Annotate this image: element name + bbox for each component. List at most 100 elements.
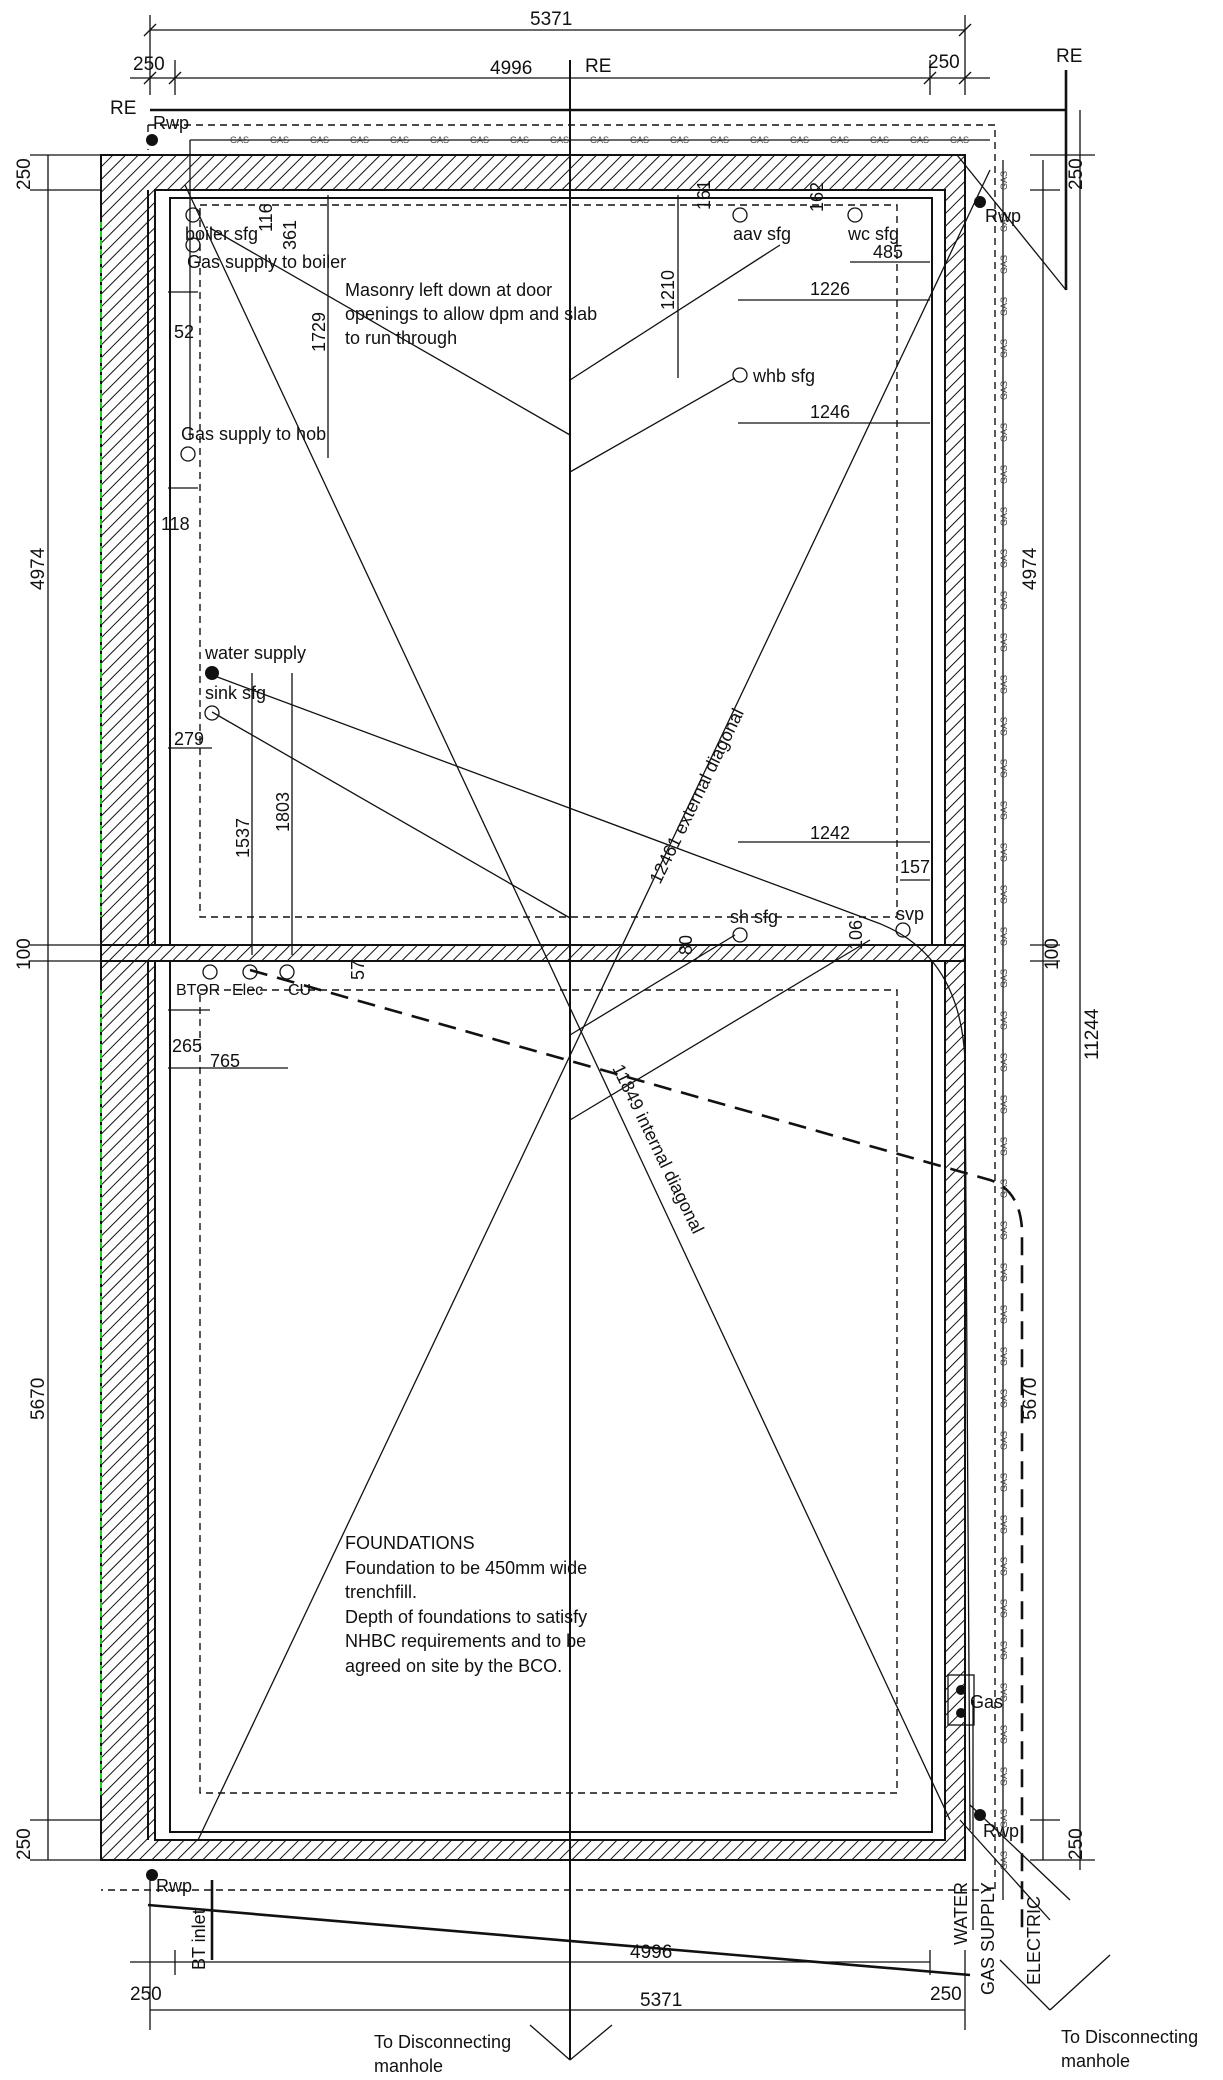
gas-pipe-tag: GAS — [999, 843, 1009, 862]
gas-pipe-tag: GAS — [999, 1011, 1009, 1030]
inner-wall-line-2 — [169, 197, 933, 1833]
dim-right-upper-room: 4974 — [1020, 547, 1041, 590]
gas-meter-label: Gas — [970, 1692, 1003, 1712]
upper-room-outline — [199, 204, 898, 918]
dim-water-y: 1803 — [273, 792, 293, 832]
gas-pipe-tag: GAS — [999, 1347, 1009, 1366]
dim-wall-right: 250 — [928, 52, 960, 73]
gas-pipe-tag: GAS — [999, 1851, 1009, 1870]
disconnect-left-1: To Disconnecting — [374, 2032, 511, 2052]
gas-pipe-tag: GAS — [830, 135, 849, 145]
dim-overall-width: 5371 — [530, 9, 572, 30]
gas-pipe-tag: GAS — [999, 969, 1009, 988]
gas-pipe-tag: GAS — [670, 135, 689, 145]
rwp-top-right — [974, 196, 986, 208]
dim-gas-boiler-x: 52 — [174, 322, 194, 342]
dim-boiler-y: 361 — [280, 220, 300, 250]
dim-cu-offset: 57 — [348, 960, 368, 980]
dim-svp-x: 157 — [900, 857, 930, 877]
rwp-bottom-right — [974, 1809, 986, 1821]
dim-right-lower-room: 5670 — [1020, 1378, 1041, 1420]
dim-right-overall-length: 11244 — [1082, 1008, 1103, 1060]
boiler-sfg-symbol — [185, 207, 201, 223]
external-diagonal-label: 12461 external diagonal — [646, 705, 748, 886]
dim-bottom-wall-right: 250 — [930, 1984, 962, 2005]
foundations-line-5: agreed on site by the BCO. — [345, 1656, 562, 1676]
water-supply-symbol — [205, 666, 219, 680]
dim-left-upper-room: 4974 — [28, 547, 49, 590]
gas-supply-boiler-label: Gas supply to boiler — [187, 252, 346, 272]
gas-pipe-tag: GAS — [310, 135, 329, 145]
gas-pipe-tag: GAS — [750, 135, 769, 145]
elec-label: Elec — [232, 982, 263, 999]
electric-label: ELECTRIC — [1024, 1896, 1044, 1985]
dim-left-partition: 100 — [14, 938, 35, 970]
external-diagonal — [197, 169, 991, 1841]
re-label-left: RE — [110, 98, 136, 119]
foundations-line-2: trenchfill. — [345, 1582, 417, 1602]
water-supply-label: water supply — [204, 643, 306, 663]
foundations-line-4: NHBC requirements and to be — [345, 1631, 586, 1651]
rwp-label-bottom-left: Rwp — [156, 1876, 192, 1896]
whb-sfg-symbol — [732, 367, 748, 383]
gas-pipe-tag: GAS — [999, 1389, 1009, 1408]
dim-svp-from-right: 1242 — [810, 823, 850, 843]
internal-diagonal — [184, 184, 951, 1821]
gas-pipe-tag: GAS — [999, 1263, 1009, 1282]
wc-sfg-symbol — [847, 207, 863, 223]
dim-right-partition: 100 — [1042, 938, 1063, 970]
rwp-bottom-left — [146, 1869, 158, 1881]
disconnect-right-2: manhole — [1061, 2051, 1130, 2071]
gas-pipe-tag: GAS — [999, 591, 1009, 610]
gas-pipe-tag: GAS — [950, 135, 969, 145]
gas-pipe-tag: GAS — [999, 759, 1009, 778]
btor-label: BTOR — [176, 982, 220, 999]
bottom-dimensions: 250 4996 250 5371 — [130, 1880, 966, 2030]
internal-diagonal-label: 11849 internal diagonal — [608, 1061, 707, 1237]
gas-pipe-tag: GAS — [999, 171, 1009, 190]
wc-sfg-label: wc sfg — [847, 224, 899, 244]
disconnect-left-2: manhole — [374, 2056, 443, 2076]
dim-wc-y: 485 — [873, 242, 903, 262]
lower-room-outline — [199, 989, 898, 1794]
dim-sink-y: 1537 — [233, 818, 253, 858]
gas-pipe-tag: GAS — [350, 135, 369, 145]
aav-sfg-symbol — [732, 207, 748, 223]
gas-supply-label: GAS SUPPLY — [978, 1882, 998, 1995]
foundations-line-1: Foundation to be 450mm wide — [345, 1558, 587, 1578]
sink-sfg-symbol — [204, 705, 220, 721]
btor-symbol — [202, 964, 218, 980]
gas-meter-box — [947, 1674, 975, 1726]
gas-pipe-tag: GAS — [430, 135, 449, 145]
dim-gas-hob-x: 118 — [161, 514, 190, 534]
foundations-line-3: Depth of foundations to satisfy — [345, 1607, 587, 1627]
dim-bottom-internal: 4996 — [630, 1942, 672, 1963]
gas-pipe-tag: GAS — [270, 135, 289, 145]
gas-pipe-tag: GAS — [999, 1221, 1009, 1240]
gas-pipe-tag: GAS — [999, 381, 1009, 400]
dim-internal-width: 4996 — [490, 58, 532, 79]
gas-pipe-tag: GAS — [999, 1305, 1009, 1324]
ticks-top — [143, 23, 972, 85]
dim-left-lower-room: 5670 — [28, 1378, 49, 1420]
gas-pipe-tag: GAS — [999, 927, 1009, 946]
masonry-note-1: Masonry left down at door — [345, 280, 552, 300]
dim-right-wall-top: 250 — [1066, 158, 1087, 190]
gas-pipe-tag: GAS — [870, 135, 889, 145]
gas-pipes: GAS GAS GAS GAS GAS GAS GAS GAS GAS GAS GAS GAS GAS G… — [189, 135, 1009, 1930]
gas-pipe-tag: GAS — [999, 255, 1009, 274]
gas-pipe-tag: GAS — [999, 1809, 1009, 1828]
foundations-title: FOUNDATIONS — [345, 1533, 475, 1553]
bt-route — [147, 1903, 971, 1977]
gas-pipe-tag: GAS — [999, 507, 1009, 526]
internal-dimensions — [168, 195, 930, 1069]
gas-pipe-tag: GAS — [999, 675, 1009, 694]
masonry-note-2: openings to allow dpm and slab — [345, 304, 597, 324]
gas-pipe-tag: GAS — [999, 213, 1009, 232]
dim-wall-left: 250 — [133, 54, 165, 75]
dim-btor-x: 265 — [172, 1036, 202, 1056]
rwp-label-bottom-right: Rwp — [983, 1821, 1019, 1841]
gas-pipe-tag: GAS — [590, 135, 609, 145]
inner-wall-line-1 — [154, 189, 946, 1841]
